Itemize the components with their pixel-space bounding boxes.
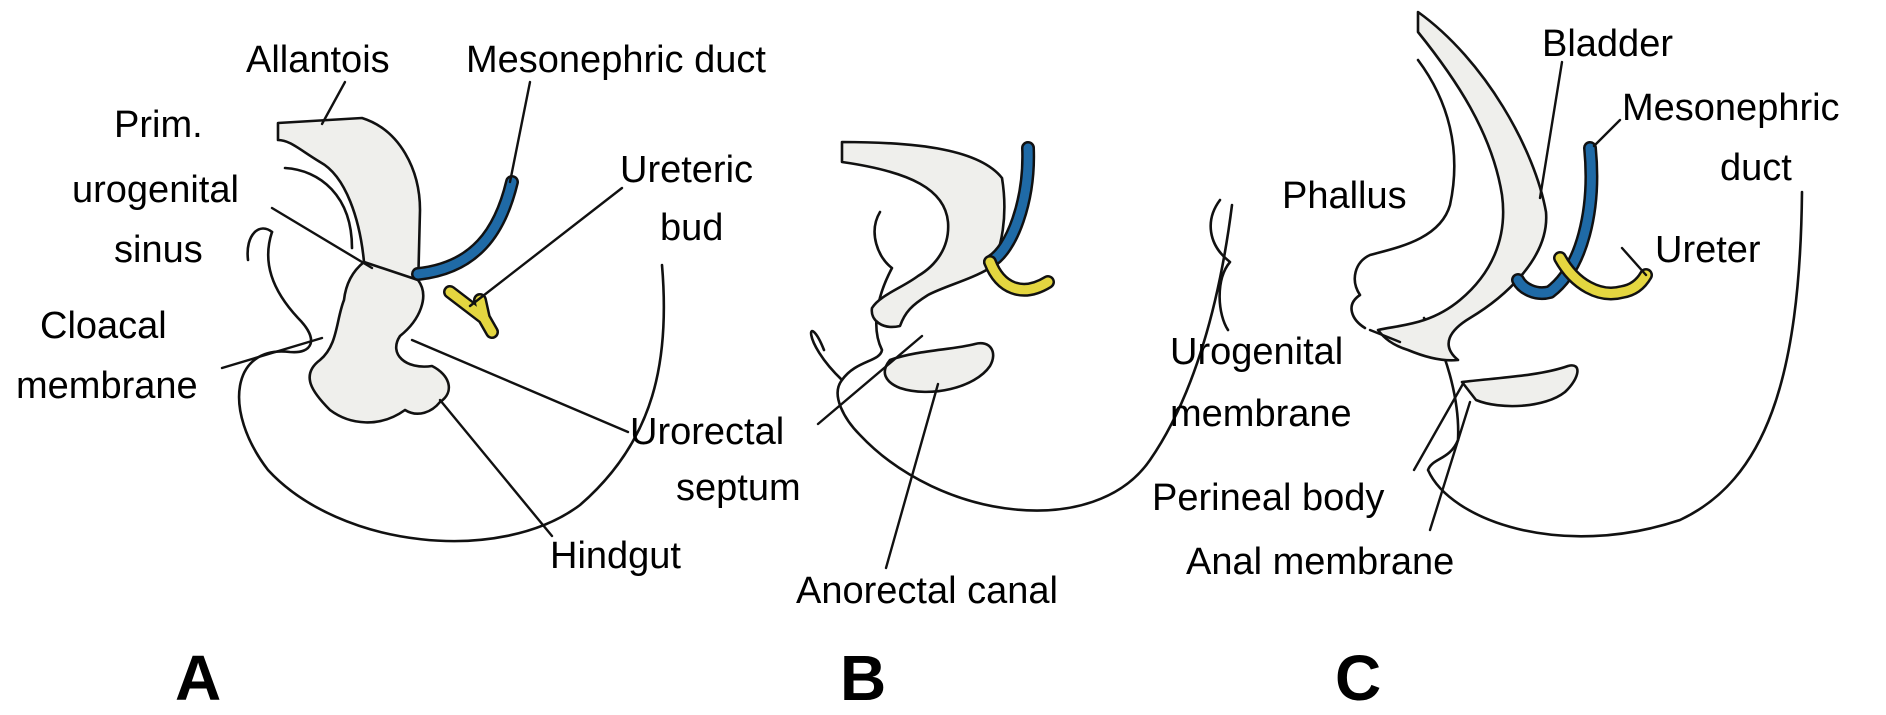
- panel-a: Allantois Mesonephric duct Prim. urogeni…: [16, 39, 801, 714]
- label-ureter: Ureter: [1655, 229, 1761, 271]
- label-bud: bud: [660, 207, 723, 249]
- label-membrane-a: membrane: [16, 365, 198, 407]
- label-duct-c: duct: [1720, 147, 1792, 189]
- label-cloacal: Cloacal: [40, 305, 167, 347]
- panel-letter-c: C: [1335, 642, 1381, 714]
- label-urogenital-c: Urogenital: [1170, 331, 1343, 373]
- panel-b: Anorectal canal B: [796, 142, 1232, 714]
- panel-a-leader-hindgut: [440, 400, 552, 536]
- label-anorectal-canal: Anorectal canal: [796, 570, 1058, 612]
- panel-c-leader-bladder: [1540, 62, 1562, 198]
- panel-a-leader-ureteric-bud: [470, 188, 622, 306]
- panel-letter-a: A: [175, 642, 221, 714]
- panel-c: Bladder Mesonephric duct Phallus Ureter …: [1152, 12, 1840, 714]
- label-mesonephric-c: Mesonephric: [1622, 87, 1840, 129]
- label-phallus: Phallus: [1282, 175, 1407, 217]
- panel-a-allantois: [278, 118, 420, 290]
- label-anal-membrane: Anal membrane: [1186, 541, 1454, 583]
- label-urorectal: Urorectal: [630, 411, 784, 453]
- label-ureteric: Ureteric: [620, 149, 753, 191]
- label-prim: Prim.: [114, 104, 203, 146]
- label-allantois: Allantois: [246, 39, 390, 81]
- panel-c-leader-anal-membrane: [1430, 402, 1470, 530]
- panel-a-leader-allantois: [322, 82, 345, 124]
- panel-a-mesonephric-duct: [418, 182, 512, 274]
- panel-c-leader-ureter: [1622, 248, 1646, 275]
- panel-b-leader-anorectal-canal: [886, 384, 938, 568]
- label-perineal-body: Perineal body: [1152, 477, 1384, 519]
- panel-a-leader-mesonephric-duct: [510, 82, 530, 182]
- panel-b-allantois: [842, 142, 1004, 327]
- label-bladder: Bladder: [1542, 23, 1673, 65]
- label-urogenital: urogenital: [72, 169, 239, 211]
- panel-a-cloaca: [310, 262, 449, 422]
- label-membrane-c: membrane: [1170, 393, 1352, 435]
- panel-a-leader-cloacal-membrane: [222, 338, 322, 368]
- label-hindgut: Hindgut: [550, 535, 681, 577]
- label-sinus: sinus: [114, 229, 203, 271]
- label-septum: septum: [676, 467, 801, 509]
- panel-c-leader-mesonephric-duct: [1594, 120, 1620, 146]
- label-mesonephric-duct-a: Mesonephric duct: [466, 39, 766, 81]
- panel-c-leader-perineal-body: [1414, 382, 1464, 470]
- panel-letter-b: B: [840, 642, 886, 714]
- panel-c-hindgut: [1462, 365, 1577, 406]
- panel-a-embryo-outline: [239, 232, 664, 541]
- panel-b-body-wall: [811, 331, 842, 380]
